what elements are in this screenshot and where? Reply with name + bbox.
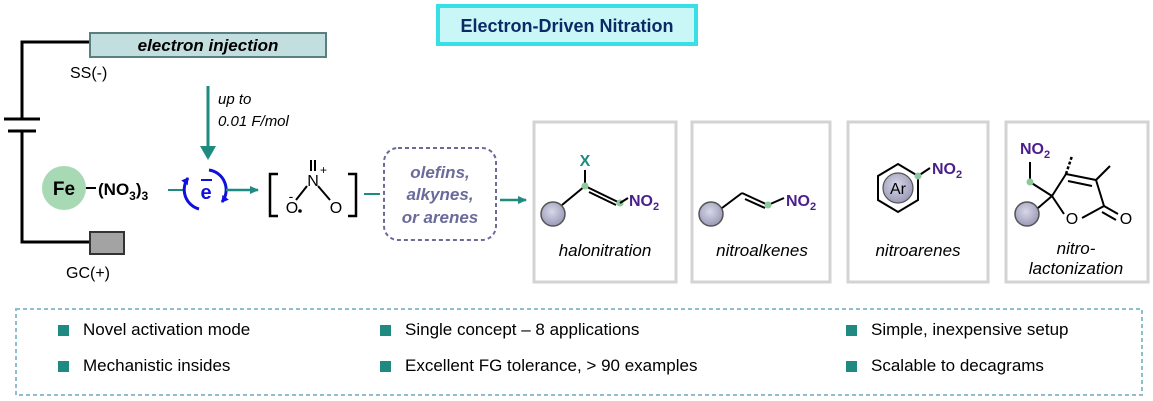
feature-item: Scalable to decagrams [846, 356, 1044, 376]
label-nitroalkenes: nitroalkenes [716, 241, 808, 260]
nitro-group-3: NO2 [932, 161, 962, 181]
anode-sign: GC(+) [66, 265, 110, 282]
feature-text: Mechanistic insides [83, 356, 231, 375]
down-arrow-head [200, 146, 216, 160]
bullet-icon [58, 360, 69, 372]
nitrogen-atom: N [307, 173, 319, 190]
charge-label-line1: up to [218, 91, 251, 108]
bullet-icon [380, 324, 391, 336]
feature-item: Mechanistic insides [58, 356, 230, 376]
cathode-electrode [89, 32, 327, 58]
page-title: Electron-Driven Nitration [460, 16, 673, 36]
features-box [15, 308, 1143, 396]
bullet-icon [846, 360, 857, 372]
feature-item: Novel activation mode [58, 320, 250, 340]
cycle-arc-left [181, 177, 200, 211]
ring-oxygen: O [1066, 211, 1078, 228]
halogen-x: X [580, 153, 591, 170]
anode-electrode [89, 231, 125, 255]
substrate-arenes: or arenes [402, 208, 479, 227]
label-lactonization: lactonization [1029, 259, 1124, 278]
product-halonitration: X NO2 halonitration [532, 120, 678, 284]
iron-nitrate-reagent: Fe (NO3)3 [42, 166, 149, 210]
bullet-icon [380, 360, 391, 372]
oxygen-right: O [330, 200, 342, 217]
feature-text: Single concept – 8 applications [405, 320, 640, 339]
cycle-arc-right [208, 168, 229, 203]
label-halonitration: halonitration [559, 241, 652, 260]
oxygen-charge: - [289, 188, 294, 204]
arene-label: Ar [890, 181, 907, 198]
iron-sphere [42, 166, 86, 210]
label-nitroarenes: nitroarenes [875, 241, 961, 260]
nitrate-radical: N + O - O [268, 160, 358, 218]
nitro-group-1: NO2 [629, 193, 659, 213]
nitrate-formula: (NO3)3 [98, 180, 149, 203]
cathode-sign: SS(-) [70, 65, 107, 82]
product-nitroalkenes: NO2 nitroalkenes [690, 120, 832, 284]
bullet-icon [846, 324, 857, 336]
nitrogen-charge: + [320, 163, 327, 177]
feature-item: Excellent FG tolerance, > 90 examples [380, 356, 697, 376]
iron-symbol: Fe [53, 179, 75, 200]
charge-arrow: up to 0.01 F/mol [200, 86, 290, 160]
feature-text: Excellent FG tolerance, > 90 examples [405, 356, 698, 375]
cathode-label: electron injection [138, 36, 279, 55]
carbonyl-oxygen: O [1120, 211, 1132, 228]
product-nitrolactonization: NO2 O O nitro- lactonization [1004, 120, 1150, 284]
label-nitro: nitro- [1057, 239, 1096, 258]
charge-label-line2: 0.01 F/mol [218, 113, 290, 130]
electron-cycle: e [181, 168, 229, 211]
oxygen-left: O [286, 200, 298, 217]
feature-text: Scalable to decagrams [871, 356, 1044, 375]
nitro-group-4: NO2 [1020, 141, 1050, 161]
nitro-group-2: NO2 [786, 193, 816, 213]
feature-item: Simple, inexpensive setup [846, 320, 1069, 340]
substrate-alkynes: alkynes, [406, 185, 473, 204]
feature-item: Single concept – 8 applications [380, 320, 639, 340]
electron-symbol: e [200, 182, 211, 204]
title-box: Electron-Driven Nitration [436, 4, 698, 46]
anode-wire [20, 132, 90, 244]
cathode-wire [20, 40, 90, 118]
electrochemical-cell: electron injection SS(-) GC(+) [4, 32, 327, 282]
radical-dot [298, 209, 302, 213]
feature-text: Novel activation mode [83, 320, 251, 339]
feature-text: Simple, inexpensive setup [871, 320, 1069, 339]
bullet-icon [58, 324, 69, 336]
substrate-olefins: olefins, [410, 163, 470, 182]
substrate-box: olefins, alkynes, or arenes [383, 147, 497, 241]
product-nitroarenes: Ar NO2 nitroarenes [846, 120, 990, 284]
bracket-left [268, 172, 278, 218]
bracket-right [348, 172, 358, 218]
